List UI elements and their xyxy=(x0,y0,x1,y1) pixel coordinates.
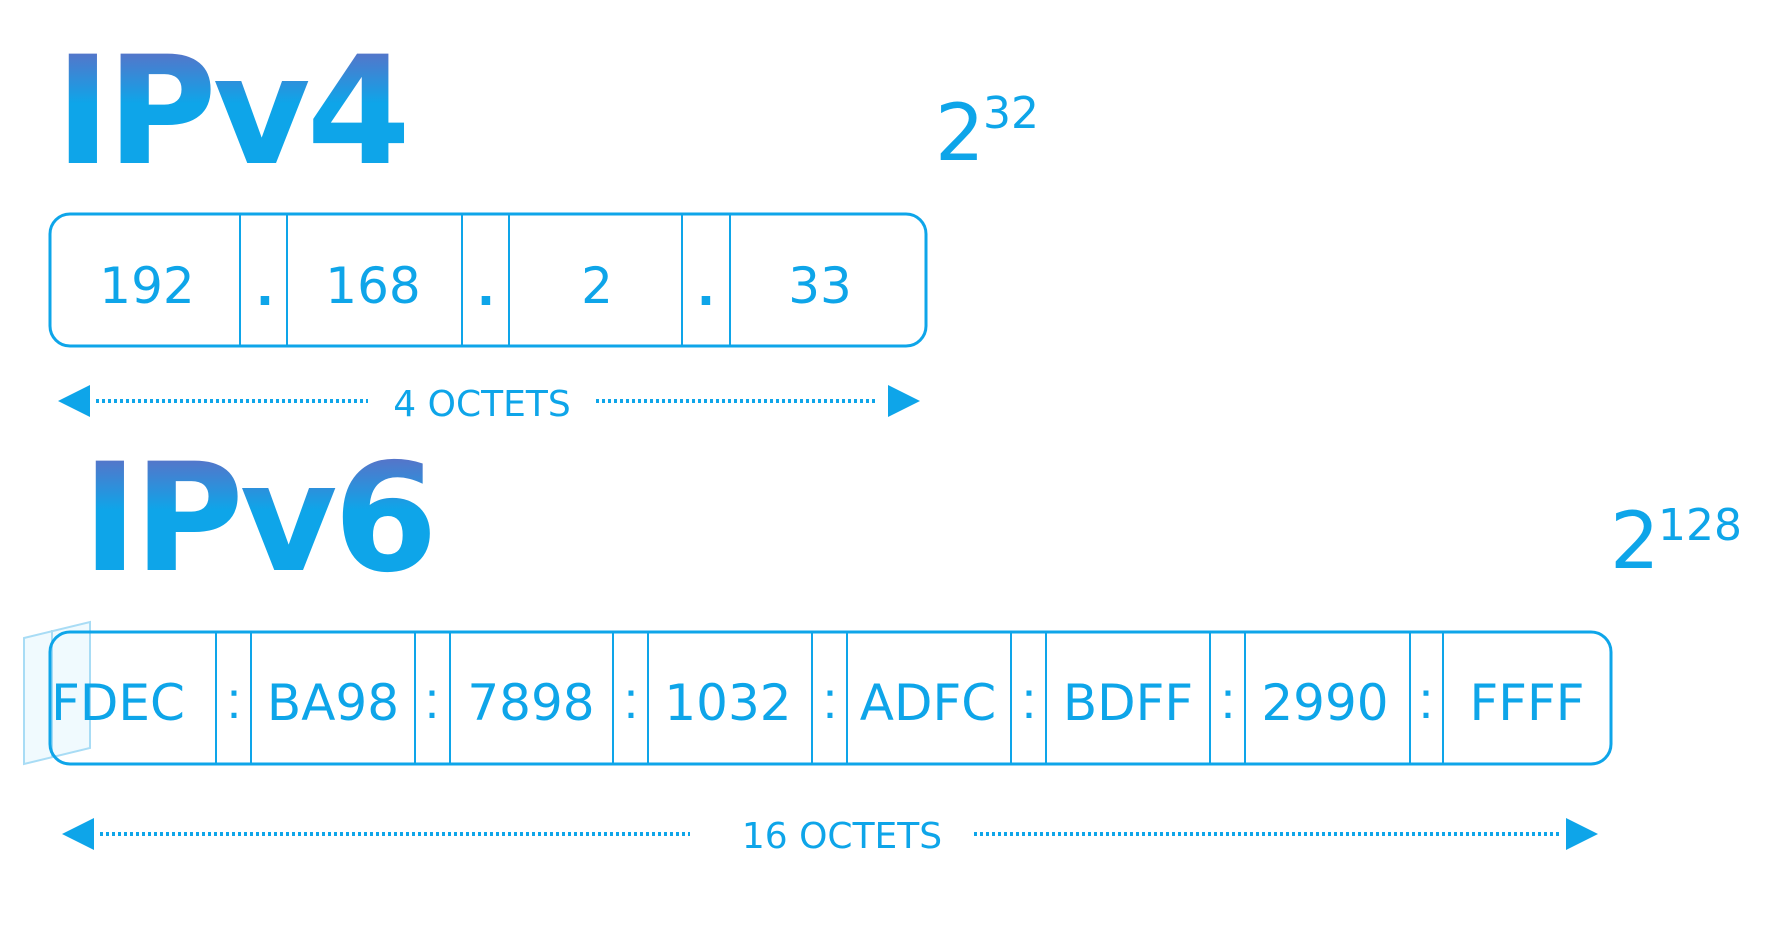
ipv4-address-box xyxy=(48,212,928,348)
ipv4-dividers xyxy=(239,214,731,346)
ipv4-segment: 168 xyxy=(325,257,420,315)
ipv6-power-base: 2 xyxy=(1610,497,1660,587)
ipv6-separator: : xyxy=(1221,672,1235,730)
ipv6-length-arrow: 16 OCTETS xyxy=(62,816,1598,857)
ipv6-address-box xyxy=(48,630,1613,766)
ipv6-dividers xyxy=(215,632,1444,764)
ipv6-separator: : xyxy=(425,672,439,730)
ipv6-segment: ADFC xyxy=(860,674,996,732)
ipv6-segment: 2990 xyxy=(1261,674,1388,732)
ipv4-separator: . xyxy=(478,251,495,318)
ipv4-segment: 2 xyxy=(581,257,613,315)
ipv4-segments: 192 . 168 . 2 . 33 xyxy=(99,251,852,318)
ipv6-segment: FFFF xyxy=(1469,674,1584,732)
ipv6-section: IPv6 2 128 FDEC : BA98 : 7898 : 1032 : A… xyxy=(23,432,1742,857)
ipv6-title: IPv6 xyxy=(82,432,434,606)
ipv4-segment: 33 xyxy=(788,257,852,315)
ipv6-segments: FDEC : BA98 : 7898 : 1032 : ADFC : BDFF … xyxy=(51,672,1584,732)
ipv6-length-label: 16 OCTETS xyxy=(742,816,942,857)
arrow-right-icon xyxy=(888,385,920,417)
ipv6-segment: 1032 xyxy=(664,674,791,732)
ipv4-address-space: 2 32 xyxy=(935,88,1039,179)
ipv6-separator: : xyxy=(624,672,638,730)
ipv6-separator: : xyxy=(1022,672,1036,730)
arrow-left-icon xyxy=(62,818,94,850)
ipv6-address-space: 2 128 xyxy=(1610,497,1742,587)
ipv6-segment: FDEC xyxy=(51,674,185,732)
ipv6-segment: BDFF xyxy=(1063,674,1193,732)
ipv6-separator: : xyxy=(1419,672,1433,730)
ipv6-separator: : xyxy=(823,672,837,730)
ipv4-length-arrow: 4 OCTETS xyxy=(58,384,920,425)
ipv4-segment: 192 xyxy=(99,257,194,315)
ipv4-power-exponent: 32 xyxy=(983,88,1039,139)
ipv6-power-exponent: 128 xyxy=(1658,500,1742,551)
arrow-left-icon xyxy=(58,385,90,417)
ipv4-title: IPv4 xyxy=(55,25,407,199)
ipv4-separator: . xyxy=(257,251,274,318)
ipv4-section: IPv4 2 32 192 . 168 . 2 . 33 4 OCTETS xyxy=(48,25,1039,425)
arrow-right-icon xyxy=(1566,818,1598,850)
ipv6-segment: BA98 xyxy=(267,674,399,732)
ipv6-segment: 7898 xyxy=(467,674,594,732)
ipv4-power-base: 2 xyxy=(935,89,985,179)
ipv4-length-label: 4 OCTETS xyxy=(393,384,570,425)
ipv4-separator: . xyxy=(698,251,715,318)
selection-handle-icon xyxy=(23,620,91,766)
ipv6-separator: : xyxy=(227,672,241,730)
